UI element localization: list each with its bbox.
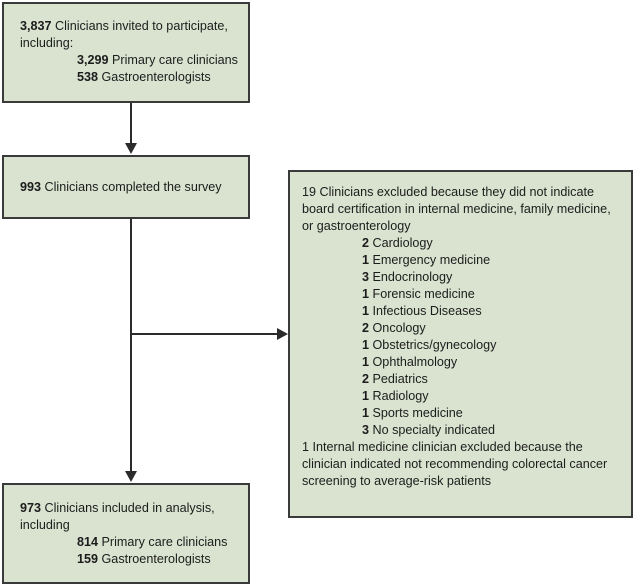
- excluded-item-cardiology-number: 2: [362, 236, 370, 250]
- excluded-item-infectious-diseases: 1 Infectious Diseases: [302, 303, 619, 320]
- excluded-item-sports-medicine-label: Sports medicine: [372, 406, 463, 420]
- invited-line-1-number: 3,837: [20, 19, 52, 33]
- included-item-gastroenterologists: 159 Gastroenterologists: [20, 551, 238, 568]
- excluded-heading-text: Clinicians excluded because they did not…: [302, 185, 611, 233]
- connector-to-excluded-arrow: [277, 328, 288, 340]
- included-item-gastroenterologists-number: 159: [77, 552, 99, 566]
- included-item-primary-care: 814 Primary care clinicians: [20, 534, 238, 551]
- included-line-1: 973 Clinicians included in analysis,: [20, 500, 238, 517]
- excluded-item-no-specialty-label: No specialty indicated: [372, 423, 496, 437]
- excluded-footer: 1 Internal medicine clinician excluded b…: [302, 439, 619, 490]
- excluded-item-radiology-label: Radiology: [372, 389, 429, 403]
- excluded-item-forensic-medicine-number: 1: [362, 287, 370, 301]
- excluded-item-infectious-diseases-label: Infectious Diseases: [372, 304, 482, 318]
- excluded-item-ophthalmology-label: Ophthalmology: [372, 355, 458, 369]
- invited-item-gastroenterologists-number: 538: [77, 70, 99, 84]
- included-line-1-number: 973: [20, 501, 42, 515]
- excluded-item-ophthalmology: 1 Ophthalmology: [302, 354, 619, 371]
- included-item-primary-care-number: 814: [77, 535, 99, 549]
- invited-item-primary-care: 3,299 Primary care clinicians: [20, 52, 238, 69]
- invited-item-primary-care-label: Primary care clinicians: [112, 53, 238, 67]
- excluded-item-oncology-number: 2: [362, 321, 370, 335]
- included-line-1-text: Clinicians included in analysis,: [44, 501, 215, 515]
- excluded-item-oncology: 2 Oncology: [302, 320, 619, 337]
- invited-item-gastroenterologists: 538 Gastroenterologists: [20, 69, 238, 86]
- excluded-heading: 19 Clinicians excluded because they did …: [302, 184, 619, 235]
- box-clinicians-invited: 3,837 Clinicians invited to participate,…: [2, 2, 250, 103]
- excluded-item-sports-medicine: 1 Sports medicine: [302, 405, 619, 422]
- excluded-item-oncology-label: Oncology: [372, 321, 426, 335]
- box-clinicians-excluded: 19 Clinicians excluded because they did …: [288, 170, 633, 518]
- excluded-item-no-specialty: 3 No specialty indicated: [302, 422, 619, 439]
- excluded-item-forensic-medicine: 1 Forensic medicine: [302, 286, 619, 303]
- excluded-item-obstetrics-gynecology-number: 1: [362, 338, 370, 352]
- connector-invited-to-completed-arrow: [125, 143, 137, 154]
- invited-item-gastroenterologists-label: Gastroenterologists: [101, 70, 211, 84]
- box-clinicians-included-in-analysis: 973 Clinicians included in analysis, inc…: [2, 483, 250, 584]
- excluded-item-emergency-medicine-number: 1: [362, 253, 370, 267]
- invited-line-2: including:: [20, 35, 238, 52]
- excluded-item-emergency-medicine-label: Emergency medicine: [372, 253, 491, 267]
- included-line-2-text: including: [20, 518, 70, 532]
- included-line-2: including: [20, 517, 238, 534]
- completed-line-1-text: Clinicians completed the survey: [44, 179, 222, 194]
- excluded-item-pediatrics-label: Pediatrics: [372, 372, 428, 386]
- completed-line-1-number: 993: [20, 179, 42, 194]
- excluded-item-obstetrics-gynecology: 1 Obstetrics/gynecology: [302, 337, 619, 354]
- connector-invited-to-completed-line: [130, 103, 132, 144]
- excluded-item-infectious-diseases-number: 1: [362, 304, 370, 318]
- excluded-item-radiology: 1 Radiology: [302, 388, 619, 405]
- invited-line-1-text: Clinicians invited to participate,: [55, 19, 228, 33]
- connector-completed-to-included-line: [130, 219, 132, 471]
- included-item-primary-care-label: Primary care clinicians: [101, 535, 228, 549]
- excluded-item-emergency-medicine: 1 Emergency medicine: [302, 252, 619, 269]
- excluded-item-endocrinology-number: 3: [362, 270, 370, 284]
- invited-line-2-text: including:: [20, 36, 74, 50]
- excluded-item-pediatrics: 2 Pediatrics: [302, 371, 619, 388]
- excluded-item-endocrinology-label: Endocrinology: [372, 270, 453, 284]
- invited-line-1: 3,837 Clinicians invited to participate,: [20, 18, 238, 35]
- excluded-footer-text: Internal medicine clinician excluded bec…: [302, 440, 608, 488]
- included-item-gastroenterologists-label: Gastroenterologists: [101, 552, 211, 566]
- excluded-item-endocrinology: 3 Endocrinology: [302, 269, 619, 286]
- excluded-item-pediatrics-number: 2: [362, 372, 370, 386]
- connector-completed-to-included-arrow: [125, 471, 137, 482]
- excluded-item-obstetrics-gynecology-label: Obstetrics/gynecology: [372, 338, 497, 352]
- box-clinicians-completed-survey: 993 Clinicians completed the survey: [2, 155, 250, 219]
- excluded-item-radiology-number: 1: [362, 389, 370, 403]
- completed-line-1: 993 Clinicians completed the survey: [20, 179, 222, 196]
- invited-item-primary-care-number: 3,299: [77, 53, 109, 67]
- excluded-item-no-specialty-number: 3: [362, 423, 370, 437]
- excluded-item-ophthalmology-number: 1: [362, 355, 370, 369]
- excluded-footer-number: 1: [302, 440, 310, 454]
- excluded-item-forensic-medicine-label: Forensic medicine: [372, 287, 475, 301]
- excluded-item-cardiology-label: Cardiology: [372, 236, 433, 250]
- excluded-heading-number: 19: [302, 185, 317, 199]
- excluded-item-cardiology: 2 Cardiology: [302, 235, 619, 252]
- excluded-item-sports-medicine-number: 1: [362, 406, 370, 420]
- connector-to-excluded-line: [131, 333, 277, 335]
